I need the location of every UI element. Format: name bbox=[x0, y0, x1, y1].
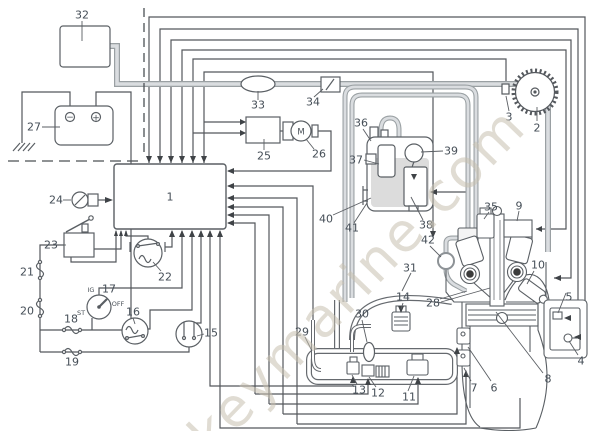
part-label-11: 11 bbox=[402, 390, 416, 404]
component-text: − + M IG OFF ST bbox=[66, 113, 304, 317]
part-label-19: 19 bbox=[65, 355, 79, 369]
part-label-13: 13 bbox=[352, 383, 366, 397]
fuse-19 bbox=[61, 347, 83, 357]
part-label-38: 38 bbox=[419, 218, 433, 232]
part-label-14: 14 bbox=[396, 290, 410, 304]
throttle-valve bbox=[362, 341, 376, 363]
flywheel-teeth bbox=[511, 68, 559, 116]
engine-assembly bbox=[437, 205, 588, 431]
ignition-switch bbox=[86, 294, 112, 320]
low-pressure-pump bbox=[404, 143, 424, 163]
part-label-42: 42 bbox=[421, 233, 435, 247]
starter-relay-box bbox=[245, 116, 281, 144]
part-label-33: 33 bbox=[251, 98, 265, 112]
part-label-40: 40 bbox=[319, 212, 333, 226]
part-label-12: 12 bbox=[371, 386, 385, 400]
part-label-8: 8 bbox=[544, 372, 552, 386]
motor-m-label: M bbox=[297, 128, 304, 138]
remote-box bbox=[59, 25, 111, 68]
arrowheads bbox=[105, 119, 581, 385]
part-label-24: 24 bbox=[49, 193, 63, 207]
relay-22 bbox=[129, 238, 166, 268]
ecu-box bbox=[113, 163, 227, 230]
neutral-switch bbox=[175, 320, 203, 348]
leader-lines bbox=[42, 21, 579, 392]
part-label-34: 34 bbox=[306, 95, 320, 109]
battery-plus-sign: + bbox=[92, 114, 100, 124]
part-label-39: 39 bbox=[444, 144, 458, 158]
part-label-7: 7 bbox=[470, 381, 478, 395]
part-label-2: 2 bbox=[533, 121, 541, 135]
part-label-17: 17 bbox=[102, 282, 116, 296]
part-label-20: 20 bbox=[20, 304, 34, 318]
sensor-11 bbox=[406, 359, 429, 376]
float-valve bbox=[365, 153, 377, 165]
lanyard-stop-switch bbox=[63, 232, 95, 258]
anode-bolt bbox=[552, 311, 563, 320]
vapor-separator-tank bbox=[362, 126, 434, 212]
part-label-9: 9 bbox=[515, 199, 523, 213]
part-label-32: 32 bbox=[75, 8, 89, 22]
float-chamber bbox=[377, 144, 396, 178]
ground-symbol bbox=[12, 142, 36, 152]
pressure-regulator bbox=[437, 252, 455, 270]
switch-off-label: OFF bbox=[112, 300, 125, 308]
crank-position-sensor bbox=[501, 83, 510, 95]
starter-motor bbox=[290, 120, 312, 142]
part-label-28: 28 bbox=[426, 296, 440, 310]
part-label-29: 29 bbox=[295, 325, 309, 339]
battery-minus-terminal bbox=[64, 111, 76, 123]
part-label-30: 30 bbox=[355, 307, 369, 321]
ignition-coil-right bbox=[505, 233, 533, 265]
ignition-coil-unit bbox=[476, 213, 495, 239]
part-label-27: 27 bbox=[27, 120, 41, 134]
warning-box bbox=[503, 219, 533, 238]
hull-boundary bbox=[8, 8, 145, 162]
battery-minus-sign: − bbox=[66, 113, 74, 123]
part-label-5: 5 bbox=[565, 290, 573, 304]
sensor-13 bbox=[346, 361, 360, 375]
part-label-36: 36 bbox=[354, 116, 368, 130]
switch-ig-label: IG bbox=[88, 286, 95, 294]
part-label-3: 3 bbox=[505, 110, 513, 124]
battery bbox=[54, 105, 114, 146]
part-label-26: 26 bbox=[312, 147, 326, 161]
part-label-15: 15 bbox=[204, 326, 218, 340]
sensor-10 bbox=[518, 278, 548, 304]
sensor-4 bbox=[563, 333, 573, 343]
part-label-18: 18 bbox=[64, 312, 78, 326]
fuse-holder-33 bbox=[240, 75, 276, 93]
part-label-21: 21 bbox=[20, 265, 34, 279]
switch-st-label: ST bbox=[77, 309, 85, 317]
part-label-1: 1 bbox=[166, 190, 174, 204]
harness-wires bbox=[21, 16, 586, 429]
fuse-21 bbox=[35, 259, 45, 281]
part-label-16: 16 bbox=[126, 305, 140, 319]
part-label-25: 25 bbox=[257, 149, 271, 163]
flywheel-group bbox=[501, 68, 559, 116]
part-label-35: 35 bbox=[484, 200, 498, 214]
part-label-41: 41 bbox=[345, 221, 359, 235]
intake-assembly bbox=[306, 294, 458, 385]
part-label-22: 22 bbox=[158, 270, 172, 284]
part-label-4: 4 bbox=[577, 354, 585, 368]
high-pressure-pump bbox=[403, 166, 428, 207]
fuse-18 bbox=[61, 325, 83, 335]
part-label-10: 10 bbox=[531, 258, 545, 272]
part-label-31: 31 bbox=[403, 261, 417, 275]
battery-plus-terminal bbox=[90, 111, 102, 123]
part-label-6: 6 bbox=[490, 381, 498, 395]
part-label-23: 23 bbox=[44, 238, 58, 252]
ignition-coil-left bbox=[455, 235, 484, 267]
sensor-12 bbox=[361, 364, 375, 377]
part-label-37: 37 bbox=[349, 153, 363, 167]
boat-side-components bbox=[12, 25, 341, 357]
fuse-20 bbox=[35, 297, 45, 319]
relay-16 bbox=[121, 317, 149, 345]
